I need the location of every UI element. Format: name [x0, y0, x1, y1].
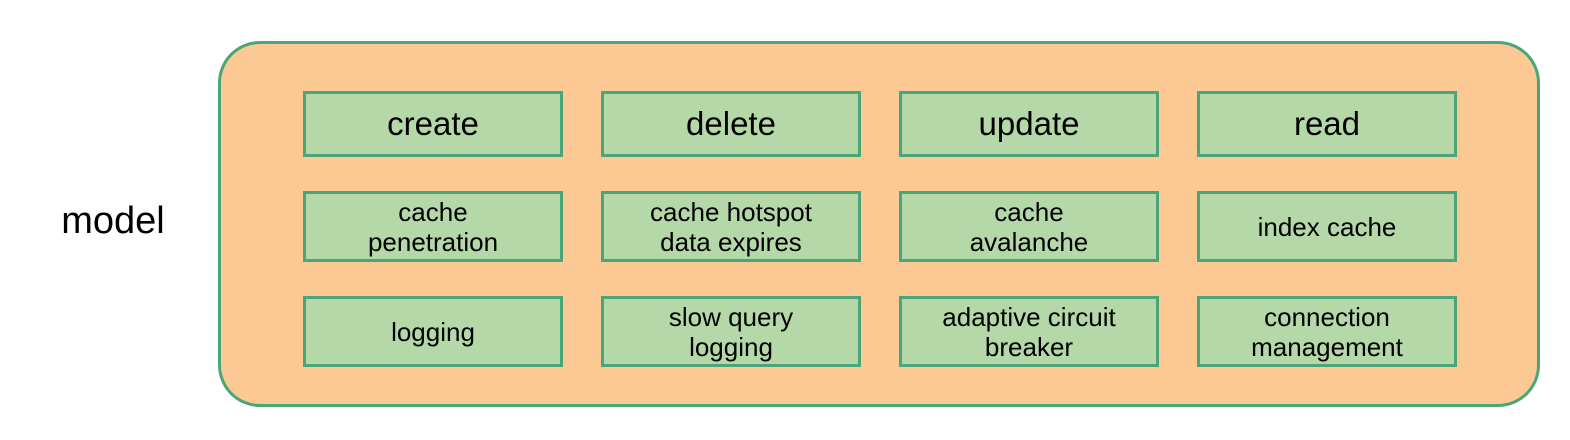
grid-cell-label: connection management	[1251, 301, 1403, 362]
grid-cell-index-cache[interactable]: index cache	[1197, 191, 1457, 262]
grid-cell-delete[interactable]: delete	[601, 91, 861, 157]
model-label: model	[61, 200, 165, 242]
grid-cell-label: adaptive circuit breaker	[942, 301, 1116, 362]
grid-row: cache penetration cache hotspot data exp…	[303, 191, 1461, 262]
grid-cell-adaptive-circuit-breaker[interactable]: adaptive circuit breaker	[899, 296, 1159, 367]
grid-cell-label: read	[1293, 105, 1361, 142]
grid-cell-label: create	[387, 105, 479, 142]
grid-cell-create[interactable]: create	[303, 91, 563, 157]
capability-grid: create delete update read cache penetrat…	[303, 91, 1461, 367]
grid-row: create delete update read	[303, 91, 1461, 157]
grid-cell-label: cache penetration	[367, 196, 499, 257]
grid-cell-label: update	[978, 105, 1080, 142]
grid-cell-logging[interactable]: logging	[303, 296, 563, 367]
grid-cell-read[interactable]: read	[1197, 91, 1457, 157]
grid-cell-label: cache avalanche	[969, 196, 1089, 257]
grid-cell-cache-avalanche[interactable]: cache avalanche	[899, 191, 1159, 262]
grid-cell-cache-penetration[interactable]: cache penetration	[303, 191, 563, 262]
grid-cell-label: index cache	[1257, 211, 1397, 242]
grid-cell-cache-hotspot-data-expires[interactable]: cache hotspot data expires	[601, 191, 861, 262]
grid-row: logging slow query logging adaptive circ…	[303, 296, 1461, 367]
model-group-container: create delete update read cache penetrat…	[218, 41, 1540, 407]
grid-cell-label: delete	[686, 105, 776, 142]
grid-cell-slow-query-logging[interactable]: slow query logging	[601, 296, 861, 367]
grid-cell-label: logging	[391, 316, 475, 347]
grid-cell-label: cache hotspot data expires	[650, 196, 812, 257]
grid-cell-connection-management[interactable]: connection management	[1197, 296, 1457, 367]
grid-cell-label: slow query logging	[668, 301, 794, 362]
grid-cell-update[interactable]: update	[899, 91, 1159, 157]
